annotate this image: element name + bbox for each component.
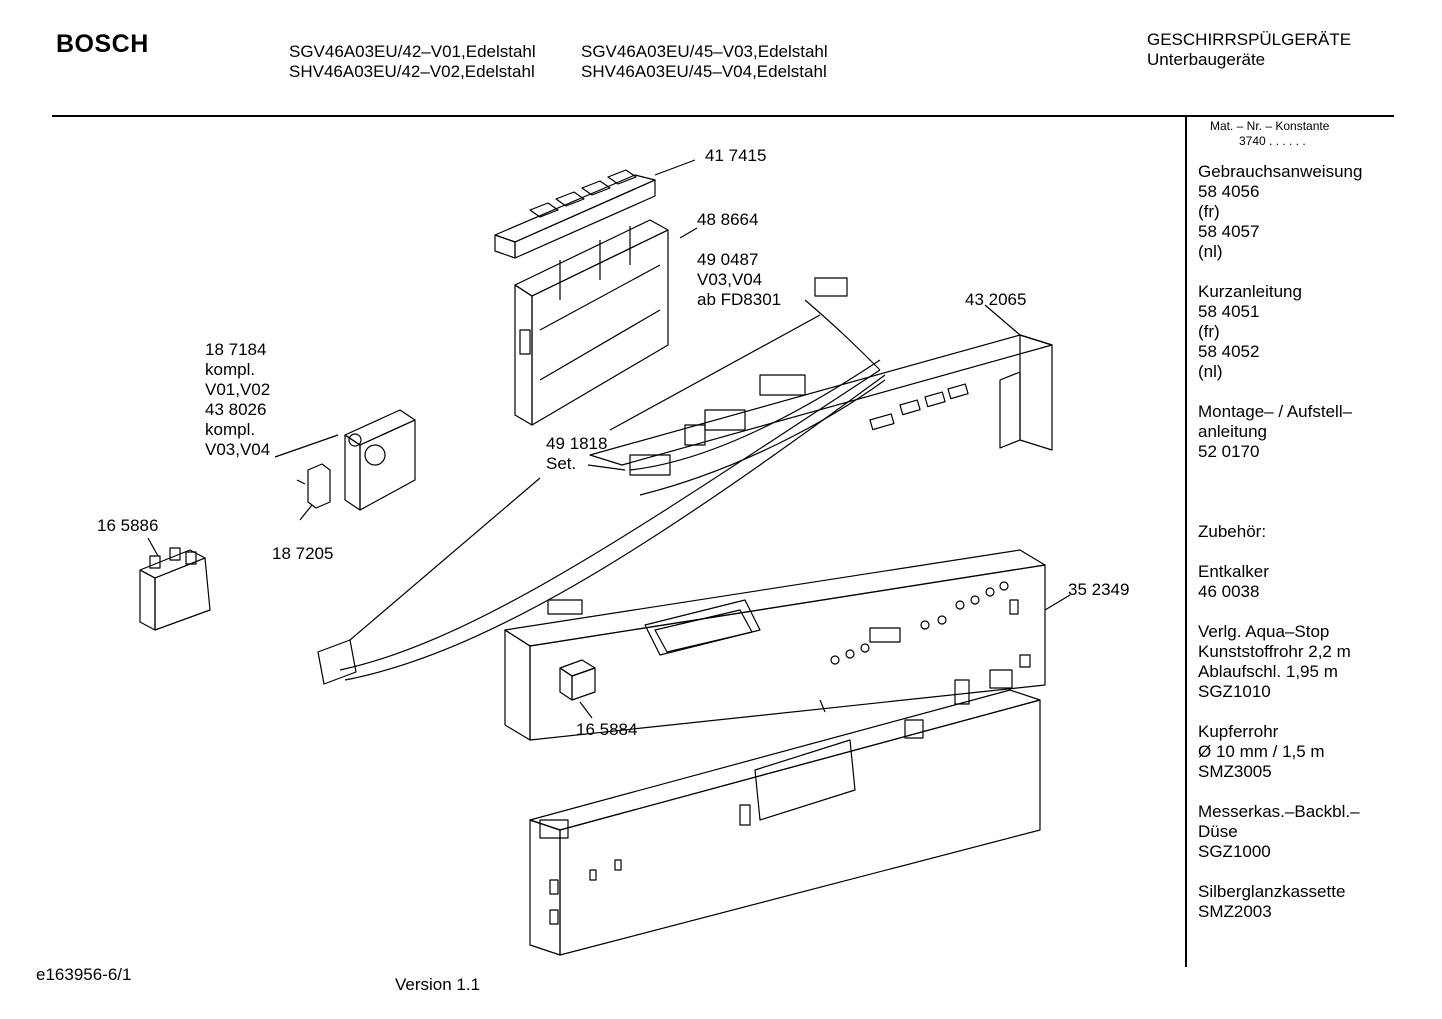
sidebar-line: Messerkas.–Backbl.– (1198, 802, 1360, 821)
model-line: SHV46A03EU/45–V04,Edelstahl (581, 62, 827, 81)
sidebar-line: SMZ3005 (1198, 762, 1272, 781)
label-line: kompl. (205, 360, 256, 379)
small-box-part (559, 659, 596, 719)
label-432065: 43 2065 (965, 290, 1027, 309)
label-line: 49 1818 (546, 434, 608, 453)
sidebar-line: (fr) (1198, 202, 1220, 221)
label-line: V01,V02 (205, 380, 271, 399)
label-417415: 41 7415 (705, 146, 767, 165)
sidebar-line: (nl) (1198, 362, 1223, 381)
brand-logo: BOSCH (56, 30, 149, 58)
label-488664: 48 8664 (697, 210, 759, 229)
sidebar-line: Ø 10 mm / 1,5 m (1198, 742, 1325, 761)
header-rule (52, 115, 1394, 117)
sidebar-line: Kunststoffrohr 2,2 m (1198, 642, 1351, 661)
sidebar-line: (fr) (1198, 322, 1220, 341)
sidebar-line: SGZ1010 (1198, 682, 1271, 701)
label-line: ab FD8301 (697, 290, 782, 309)
category-line: GESCHIRRSPÜLGERÄTE (1147, 30, 1352, 49)
sidebar-line: 52 0170 (1198, 442, 1260, 461)
material-constant-value: 3740 . . . . . . (1239, 134, 1306, 148)
control-panel-part (504, 549, 1071, 741)
label-line: 18 7184 (205, 340, 267, 359)
sidebar-line: SGZ1000 (1198, 842, 1271, 861)
sidebar-line: Zubehör: (1198, 522, 1267, 541)
sidebar-line: Kupferrohr (1198, 722, 1279, 741)
version-label: Version 1.1 (395, 975, 481, 994)
label-490487: 49 0487 V03,V04 ab FD8301 (697, 250, 781, 310)
label-line: V03,V04 (697, 270, 763, 289)
valve-assembly-part (274, 409, 416, 521)
label-187184: 18 7184 kompl. V01,V02 43 8026 kompl. V0… (205, 340, 270, 460)
model-line: SGV46A03EU/42–V01,Edelstahl (289, 42, 536, 61)
label-491818: 49 1818 Set. (546, 434, 607, 474)
sidebar-line: 58 4057 (1198, 222, 1260, 241)
terminal-block-part (139, 537, 211, 631)
label-187205: 18 7205 (272, 544, 334, 563)
document-id: e163956-6/1 (36, 965, 132, 984)
sidebar-line: Silberglanzkassette (1198, 882, 1346, 901)
label-line: kompl. (205, 420, 256, 439)
fascia-part (529, 689, 1041, 956)
sidebar-line: anleitung (1198, 422, 1268, 441)
sidebar-line: Ablaufschl. 1,95 m (1198, 662, 1338, 681)
sidebar-line: Verlg. Aqua–Stop (1198, 622, 1330, 641)
frame-part (589, 304, 1053, 466)
sidebar-line: Montage– / Aufstell– (1198, 402, 1353, 421)
sidebar-line: Düse (1198, 822, 1238, 841)
sidebar-line: Kurzanleitung (1198, 282, 1302, 301)
wiring-harness-part (317, 277, 886, 685)
sidebar-line: 58 4052 (1198, 342, 1260, 361)
category-line: Unterbaugeräte (1147, 50, 1266, 69)
model-list-left: SGV46A03EU/42–V01,Edelstahl SHV46A03EU/4… (289, 42, 536, 82)
label-line: Set. (546, 454, 577, 473)
sidebar-block: Zubehör: (1198, 522, 1362, 542)
material-constant: Mat. – Nr. – Konstante 3740 . . . . . . (1210, 119, 1329, 149)
sidebar-line: 46 0038 (1198, 582, 1260, 601)
sidebar-line: 58 4056 (1198, 182, 1260, 201)
label-165884: 16 5884 (576, 720, 638, 739)
sidebar-line: 58 4051 (1198, 302, 1260, 321)
model-list-right: SGV46A03EU/45–V03,Edelstahl SHV46A03EU/4… (581, 42, 828, 82)
label-165886: 16 5886 (97, 516, 159, 535)
label-line: 43 8026 (205, 400, 267, 419)
sidebar-line: (nl) (1198, 242, 1223, 261)
button-strip-part (494, 159, 696, 259)
material-constant-title: Mat. – Nr. – Konstante (1210, 119, 1330, 133)
sidebar-line: Entkalker (1198, 562, 1269, 581)
category-title: GESCHIRRSPÜLGERÄTE Unterbaugeräte (1147, 30, 1351, 70)
label-352349: 35 2349 (1068, 580, 1130, 599)
model-line: SGV46A03EU/45–V03,Edelstahl (581, 42, 828, 61)
model-line: SHV46A03EU/42–V02,Edelstahl (289, 62, 535, 81)
control-module-part (514, 219, 698, 426)
sidebar-line: SMZ2003 (1198, 902, 1272, 921)
label-line: 49 0487 (697, 250, 759, 269)
sidebar-line: Gebrauchsanweisung (1198, 162, 1363, 181)
sidebar-rule (1185, 117, 1187, 967)
label-line: V03,V04 (205, 440, 271, 459)
